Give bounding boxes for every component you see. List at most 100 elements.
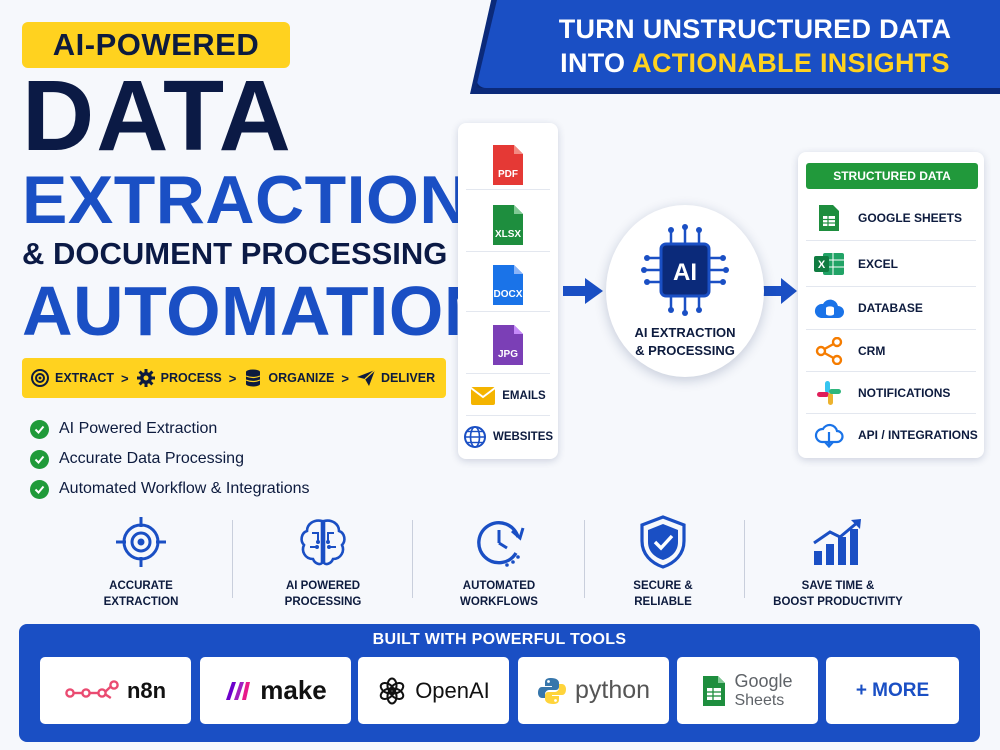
divider <box>412 520 413 598</box>
check-circle-icon <box>30 479 49 499</box>
slack-icon <box>812 380 846 406</box>
clock-sync-icon <box>477 521 525 567</box>
step-label: ORGANIZE <box>268 371 335 385</box>
divider <box>466 251 550 252</box>
source-docx: DOCX <box>458 255 558 315</box>
tool-openai: OpenAI <box>358 657 509 724</box>
ai-powered-badge: AI-POWERED <box>22 22 290 68</box>
destination-api: API / INTEGRATIONS <box>812 415 982 455</box>
structured-data-header: STRUCTURED DATA <box>806 163 978 189</box>
destination-google-sheets: GOOGLE SHEETS <box>812 198 982 238</box>
banner-line-1: TURN UNSTRUCTURED DATA <box>558 14 952 44</box>
ai-caption-line-2: & PROCESSING <box>635 343 735 358</box>
destination-crm: CRM <box>812 331 982 371</box>
tool-more[interactable]: + MORE <box>826 657 959 724</box>
step-process: PROCESS <box>136 368 222 388</box>
pdf-file-icon: PDF <box>493 145 523 185</box>
divider <box>232 520 233 598</box>
feature-label-line-1: AI POWERED <box>285 580 361 592</box>
shield-check-icon <box>640 515 686 569</box>
step-label: PROCESS <box>160 371 222 385</box>
google-sheets-icon <box>703 675 726 706</box>
check-circle-icon <box>30 449 49 469</box>
divider <box>584 520 585 598</box>
target-icon <box>30 368 50 388</box>
divider <box>806 371 976 372</box>
source-websites: WEBSITES <box>458 417 558 457</box>
headline-extraction: EXTRACTION <box>22 162 469 238</box>
docx-file-icon: DOCX <box>493 265 523 305</box>
destination-label: GOOGLE SHEETS <box>858 211 963 225</box>
destination-label: CRM <box>858 344 886 358</box>
tool-label: Google Sheets <box>734 670 793 710</box>
make-logo-icon <box>226 681 251 700</box>
arrow-right-icon <box>763 278 797 304</box>
source-emails: EMAILS <box>458 375 558 417</box>
ai-chip-icon: AI <box>641 224 729 316</box>
step-label: EXTRACT <box>55 371 115 385</box>
file-type-label: DOCX <box>494 289 523 300</box>
ai-chip-label: AI <box>673 259 697 286</box>
divider <box>466 415 550 416</box>
chevron-right-icon: > <box>341 370 349 386</box>
tool-label: python <box>574 676 651 704</box>
list-item: Automated Workflow & Integrations <box>30 474 310 504</box>
banner-highlight: ACTIONABLE INSIGHTS <box>632 48 950 78</box>
crosshair-icon <box>116 517 166 567</box>
growth-chart-icon <box>813 519 861 565</box>
tool-label-line-1: Google <box>734 670 793 691</box>
process-steps-bar: EXTRACT > PROCESS > ORGANIZE > DELIVER <box>22 358 446 398</box>
source-xlsx: XLSX <box>458 195 558 255</box>
feature-label-line-2: WORKFLOWS <box>460 596 538 608</box>
tool-label-line-2: Sheets <box>734 691 785 709</box>
divider <box>806 413 976 414</box>
xlsx-file-icon: XLSX <box>493 205 523 245</box>
list-item: Accurate Data Processing <box>30 444 310 474</box>
sources-card: PDF XLSX DOCX JPG EMAILS WEBSITES <box>458 123 558 459</box>
feature-label-line-2: RELIABLE <box>634 596 692 608</box>
python-logo-icon <box>537 677 566 704</box>
headline-banner <box>476 0 1000 88</box>
ai-caption: AI EXTRACTION & PROCESSING <box>606 324 764 360</box>
cloud-database-icon <box>812 296 846 320</box>
gear-icon <box>136 368 156 388</box>
benefit-label: Accurate Data Processing <box>59 450 244 467</box>
feature-label-line-1: AUTOMATED <box>462 580 536 592</box>
tool-google-sheets: Google Sheets <box>677 657 818 724</box>
svg-text:X: X <box>818 259 826 271</box>
database-icon <box>243 368 263 388</box>
benefits-list: AI Powered Extraction Accurate Data Proc… <box>30 414 310 504</box>
step-organize: ORGANIZE <box>243 368 334 388</box>
tool-n8n: n8n <box>40 657 191 724</box>
banner-line-2-prefix: INTO <box>560 48 633 78</box>
feature-label-line-2: EXTRACTION <box>103 596 179 608</box>
globe-icon <box>463 426 486 448</box>
excel-icon: X <box>812 251 846 277</box>
feature-label-line-1: SAVE TIME & <box>801 580 875 592</box>
envelope-icon <box>470 387 496 405</box>
feature-label-line-1: ACCURATE <box>109 580 173 592</box>
divider <box>744 520 745 598</box>
feature-automated-workflows: AUTOMATED WORKFLOWS <box>424 512 574 610</box>
check-circle-icon <box>30 419 49 439</box>
n8n-logo-icon <box>65 679 119 699</box>
destination-database: DATABASE <box>812 288 982 328</box>
destination-label: DATABASE <box>858 301 923 315</box>
benefit-label: Automated Workflow & Integrations <box>59 480 310 497</box>
feature-label-line-2: BOOST PRODUCTIVITY <box>773 596 903 608</box>
source-label: WEBSITES <box>492 431 554 443</box>
tool-label: OpenAI <box>415 677 490 703</box>
source-label: EMAILS <box>502 390 546 402</box>
feature-label-line-1: SECURE & <box>633 580 693 592</box>
cloud-download-icon <box>812 422 846 448</box>
share-nodes-icon <box>812 337 846 365</box>
arrow-right-icon <box>563 278 603 304</box>
step-deliver: DELIVER <box>356 368 435 388</box>
divider <box>466 311 550 312</box>
destination-notifications: NOTIFICATIONS <box>812 373 982 413</box>
brain-circuit-icon <box>300 519 346 566</box>
source-pdf: PDF <box>458 135 558 195</box>
destination-label: API / INTEGRATIONS <box>858 428 978 442</box>
file-type-label: JPG <box>498 349 518 360</box>
chevron-right-icon: > <box>121 370 129 386</box>
